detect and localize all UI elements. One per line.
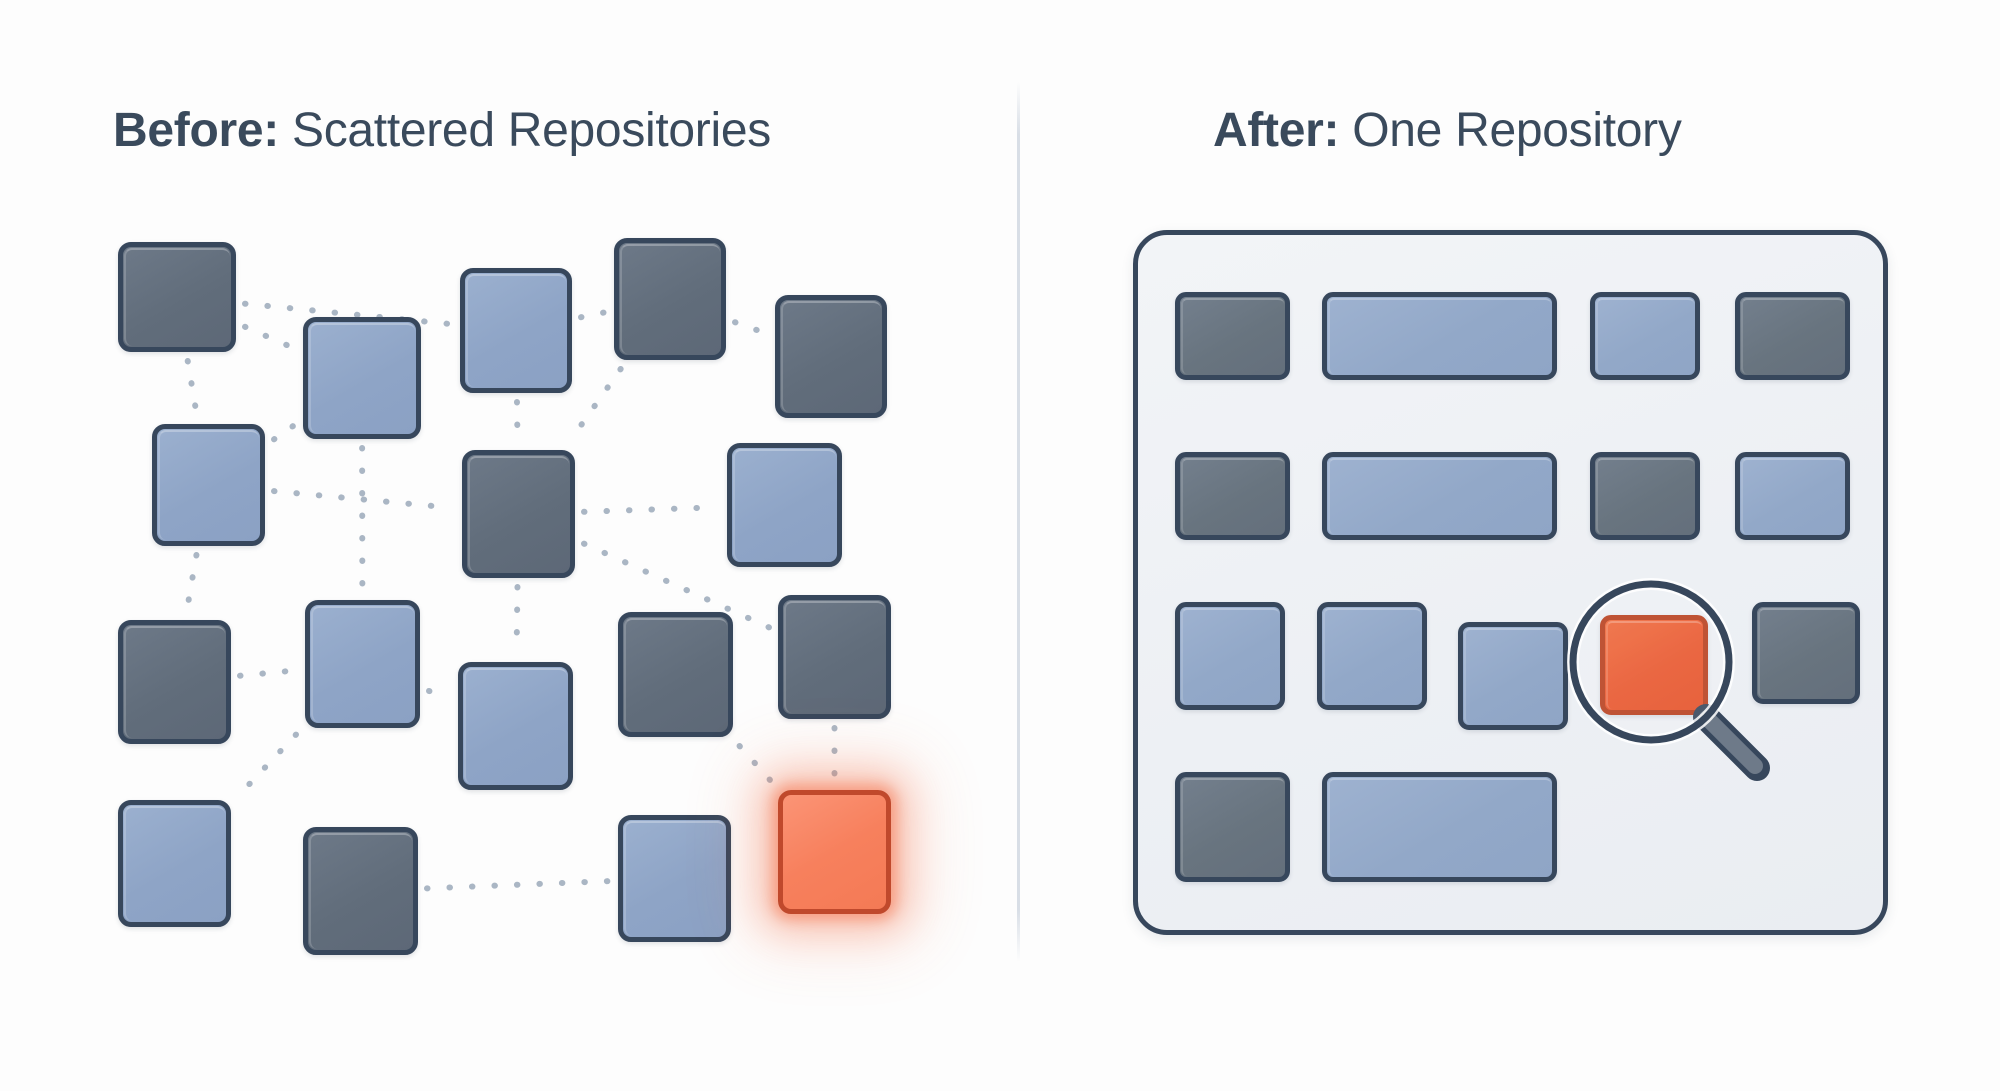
before-title-rest: Scattered Repositories (278, 104, 771, 157)
repository-cell (1175, 452, 1290, 540)
panel-divider (1017, 82, 1020, 962)
repository-cell (1175, 292, 1290, 380)
scattered-node (462, 450, 575, 578)
repository-cell (1175, 772, 1290, 882)
repository-cell (1317, 602, 1427, 710)
scatter-connection (424, 878, 612, 892)
scattered-node (614, 238, 726, 360)
scatter-connection (237, 667, 299, 679)
repository-cell-highlighted (1600, 615, 1708, 715)
scattered-node (118, 242, 236, 352)
scattered-node (152, 424, 265, 546)
scatter-nodes-layer (118, 238, 891, 955)
scattered-node (775, 295, 887, 418)
repository-cell (1735, 292, 1850, 380)
scatter-connection (566, 366, 624, 444)
scattered-node (460, 268, 572, 393)
scatter-connection (184, 358, 200, 418)
repository-cell (1322, 292, 1557, 380)
before-panel: Before: Scattered Repositories (113, 103, 891, 955)
scattered-node-highlighted (778, 790, 891, 914)
repository-cell (1458, 622, 1568, 730)
scatter-connection (578, 309, 608, 321)
scatter-connection (242, 323, 297, 352)
after-panel-title: After: One Repository (1213, 103, 1682, 158)
scatter-connection (271, 422, 297, 443)
repository-cell (1590, 452, 1700, 540)
scattered-node (118, 620, 231, 744)
repository-cell (1322, 772, 1557, 882)
repository-cell (1590, 292, 1700, 380)
scattered-node (778, 595, 891, 719)
scattered-node (618, 612, 733, 737)
repository-cell (1322, 452, 1557, 540)
scatter-connection (736, 743, 774, 784)
before-panel-title: Before: Scattered Repositories (113, 103, 771, 158)
scattered-node (458, 662, 573, 790)
scatter-connection-lines (183, 300, 838, 892)
scatter-connection (271, 488, 456, 511)
scattered-node (305, 600, 420, 728)
scattered-node (727, 443, 842, 567)
before-title-lead: Before: (113, 104, 279, 157)
scattered-node (618, 815, 731, 942)
scattered-node (303, 317, 421, 439)
scatter-connection (183, 552, 200, 614)
scattered-node (118, 800, 231, 927)
scatter-connection (237, 731, 299, 797)
repository-cell (1735, 452, 1850, 540)
repository-cell (1752, 602, 1860, 704)
after-title-rest: One Repository (1339, 104, 1682, 157)
repository-cell (1175, 602, 1285, 710)
scattered-node (303, 827, 418, 955)
after-title-lead: After: (1213, 104, 1340, 157)
scatter-connection (581, 504, 721, 515)
scatter-connection (513, 399, 521, 444)
